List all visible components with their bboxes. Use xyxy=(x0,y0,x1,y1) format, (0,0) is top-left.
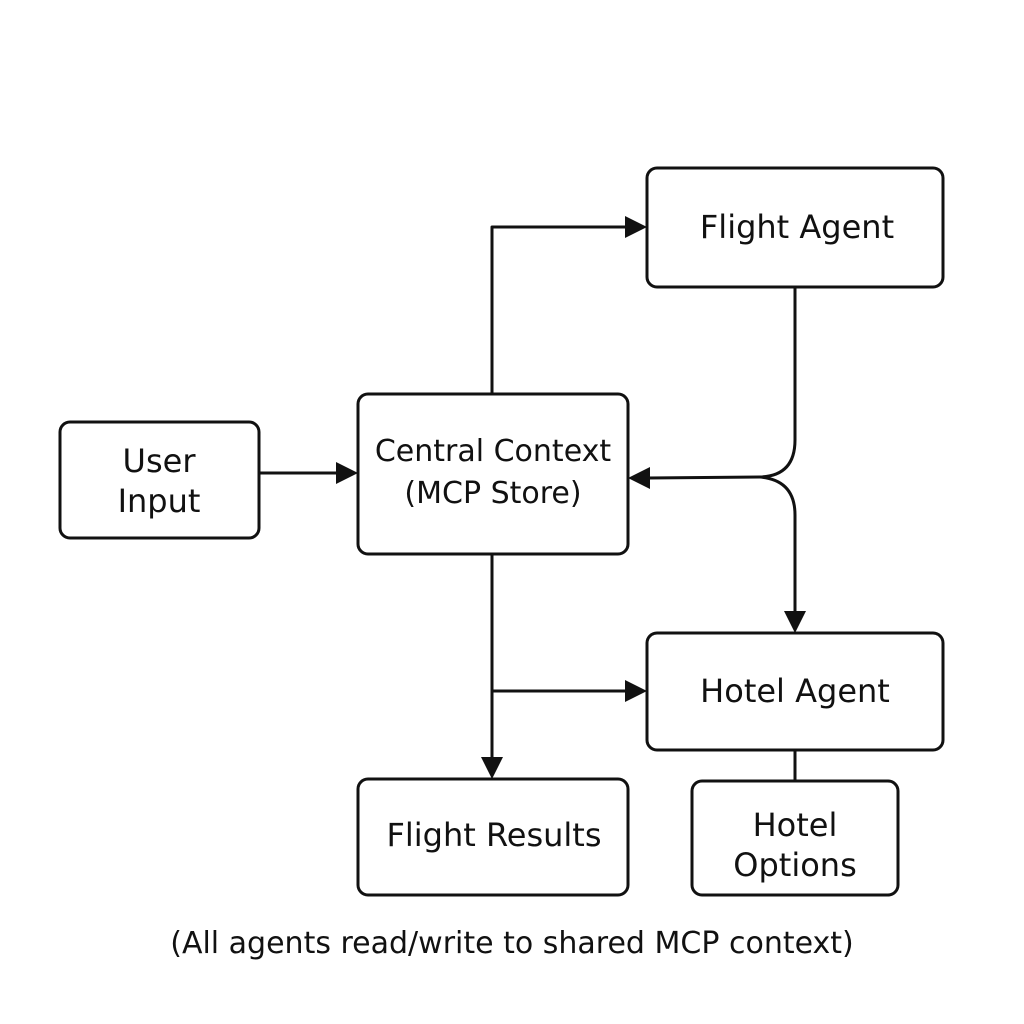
edge-flight-agent-to-central-context xyxy=(647,287,797,480)
arrowhead-hotel-agent-top xyxy=(784,611,806,633)
edge-flight-agent-to-hotel-agent xyxy=(759,475,797,614)
arrowhead-central-context-right xyxy=(628,467,650,489)
user-input-box xyxy=(58,420,261,540)
edges xyxy=(259,216,806,781)
hotel-agent-label: Hotel Agent xyxy=(700,672,890,710)
flight-results-label: Flight Results xyxy=(386,816,601,854)
diagram-caption: (All agents read/write to shared MCP con… xyxy=(170,926,854,961)
arrowhead-hotel-agent-left xyxy=(625,680,647,702)
node-hotel-options: Hotel Options xyxy=(690,779,900,897)
user-input-label-line1: User xyxy=(123,442,197,480)
central-context-label-line1: Central Context xyxy=(375,434,612,469)
hotel-options-label-line2: Options xyxy=(733,846,856,884)
hotel-options-label-line1: Hotel xyxy=(753,806,838,844)
user-input-label-line2: Input xyxy=(118,482,201,520)
node-flight-agent: Flight Agent xyxy=(645,166,945,289)
node-user-input: User Input xyxy=(58,420,261,540)
central-context-box xyxy=(356,392,630,556)
flight-results-box xyxy=(356,777,630,897)
node-flight-results: Flight Results xyxy=(356,777,630,897)
central-context-label-line2: (MCP Store) xyxy=(404,476,581,511)
node-central-context: Central Context (MCP Store) xyxy=(356,392,630,556)
arrowhead-flight-results xyxy=(481,757,503,779)
flight-agent-box xyxy=(645,166,945,289)
node-hotel-agent: Hotel Agent xyxy=(645,631,945,752)
flight-agent-label: Flight Agent xyxy=(700,208,894,246)
arrowhead-flight-agent xyxy=(625,216,647,238)
hotel-agent-box xyxy=(645,631,945,752)
edge-central-context-to-flight-agent xyxy=(490,225,628,394)
arrowhead-central-context-left xyxy=(336,462,358,484)
hotel-options-box xyxy=(690,779,900,897)
